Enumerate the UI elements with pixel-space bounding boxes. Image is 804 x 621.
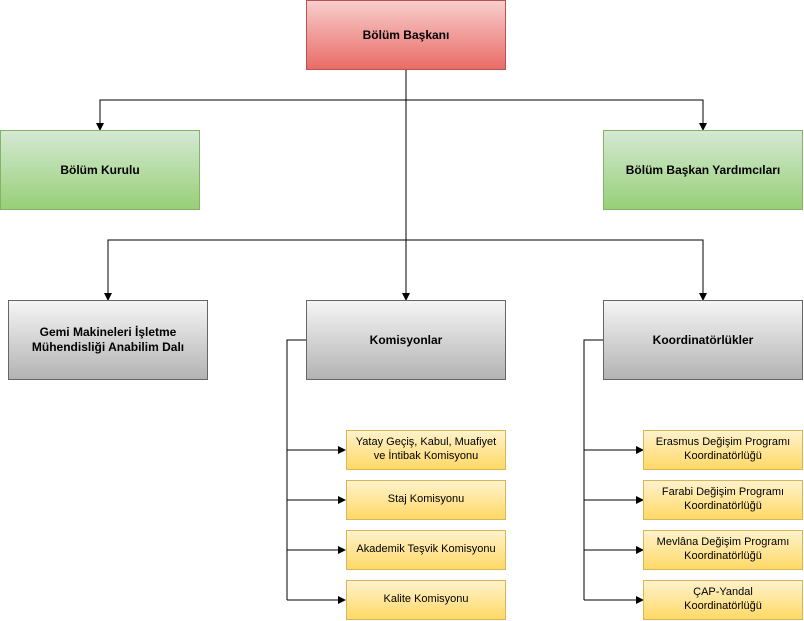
node-commissions: Komisyonlar	[306, 300, 506, 380]
connector-coordinators-spine	[583, 339, 603, 600]
node-label: Gemi Makineleri İşletme Mühendisliği Ana…	[31, 325, 185, 354]
node-coordinator-farabi: Farabi Değişim Programı Koordinatörlüğü	[643, 480, 803, 520]
node-label: ÇAP-Yandal Koordinatörlüğü	[684, 586, 762, 612]
node-label: Farabi Değişim Programı Koordinatörlüğü	[661, 486, 785, 512]
node-department-head: Bölüm Başkanı	[306, 0, 506, 70]
connector-division	[104, 239, 406, 301]
node-department-council: Bölüm Kurulu	[0, 130, 200, 210]
node-label: Bölüm Kurulu	[60, 162, 140, 177]
node-label: Akademik Teşvik Komisyonu	[356, 543, 496, 556]
node-commission-academic-incentive: Akademik Teşvik Komisyonu	[346, 530, 506, 570]
node-commission-quality: Kalite Komisyonu	[346, 580, 506, 620]
node-label: Koordinatörlükler	[652, 332, 754, 347]
connector-coordinatorships	[406, 239, 707, 301]
node-coordinator-cap-yandal: ÇAP-Yandal Koordinatörlüğü	[643, 580, 803, 620]
node-label: Mevlâna Değişim Programı Koordinatörlüğü	[656, 536, 790, 562]
node-coordinatorships: Koordinatörlükler	[603, 300, 803, 380]
node-label: Yatay Geçiş, Kabul, Muafiyet ve İntibak …	[355, 436, 497, 462]
node-label: Kalite Komisyonu	[383, 593, 469, 606]
connector-commissions-spine	[286, 339, 306, 600]
node-division: Gemi Makineleri İşletme Mühendisliği Ana…	[8, 300, 208, 380]
connector-council	[96, 99, 406, 131]
node-deputy-heads: Bölüm Başkan Yardımcıları	[603, 130, 803, 210]
node-coordinator-mevlana: Mevlâna Değişim Programı Koordinatörlüğü	[643, 530, 803, 570]
node-label: Bölüm Başkan Yardımcıları	[625, 162, 781, 177]
node-label: Staj Komisyonu	[387, 493, 465, 506]
node-label: Erasmus Değişim Programı Koordinatörlüğü	[655, 436, 791, 462]
connector-deputies	[406, 99, 707, 131]
node-commission-transfer: Yatay Geçiş, Kabul, Muafiyet ve İntibak …	[346, 430, 506, 470]
node-coordinator-erasmus: Erasmus Değişim Programı Koordinatörlüğü	[643, 430, 803, 470]
node-commission-internship: Staj Komisyonu	[346, 480, 506, 520]
node-label: Komisyonlar	[369, 332, 443, 347]
node-label: Bölüm Başkanı	[362, 27, 450, 42]
